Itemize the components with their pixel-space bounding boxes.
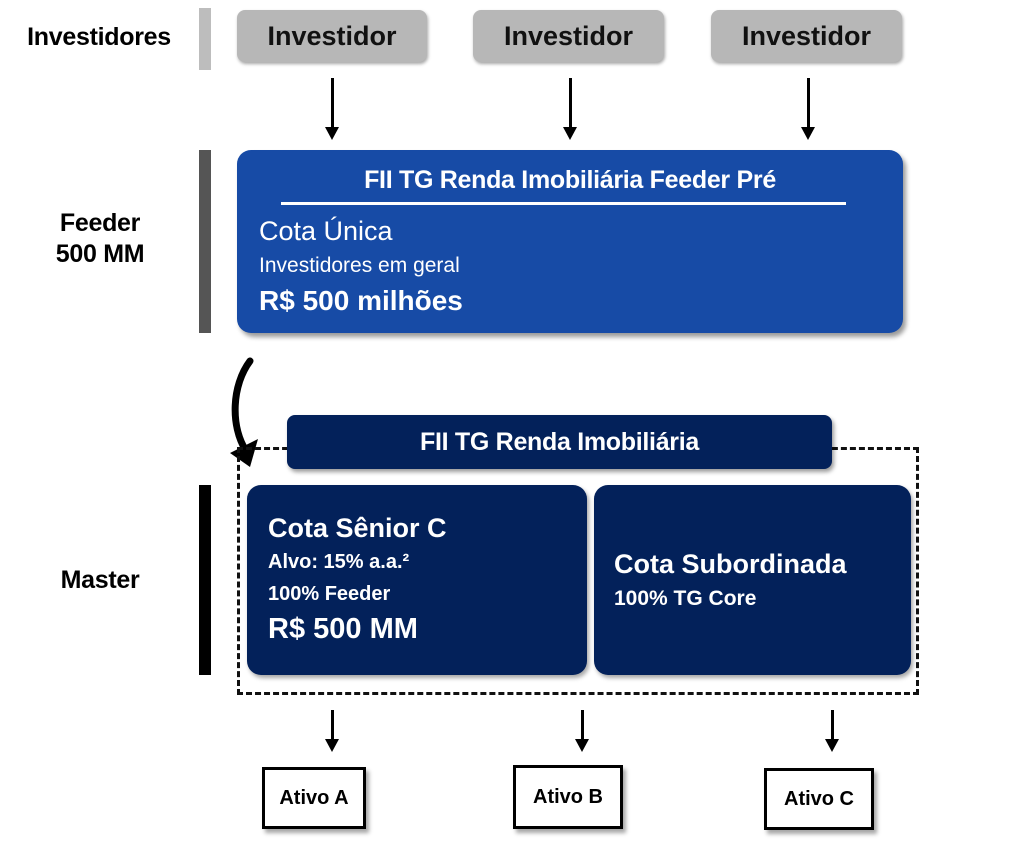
arrow-down-icon bbox=[325, 710, 339, 752]
master-fund-title: FII TG Renda Imobiliária bbox=[287, 415, 832, 469]
curved-arrow-head bbox=[230, 439, 258, 467]
arrow-down-icon bbox=[325, 78, 339, 140]
level-label-feeder-line1: Feeder bbox=[59, 209, 141, 237]
investor-box-1: Investidor bbox=[237, 10, 427, 62]
feeder-title-underline bbox=[281, 202, 846, 205]
arrow-down-icon bbox=[563, 78, 577, 140]
feeder-amount: R$ 500 milhões bbox=[259, 285, 463, 316]
investor-box-3: Investidor bbox=[711, 10, 902, 62]
feeder-audience: Investidores em geral bbox=[259, 254, 460, 277]
level-label-master: Master bbox=[60, 566, 140, 594]
arrow-down-icon bbox=[801, 78, 815, 140]
arrow-down-icon bbox=[825, 710, 839, 752]
subordinated-quota-name: Cota Subordinada bbox=[614, 549, 847, 579]
senior-quota-name: Cota Sênior C bbox=[268, 513, 447, 543]
senior-quota-target: Alvo: 15% a.a.² bbox=[268, 551, 410, 573]
level-label-investors: Investidores bbox=[27, 23, 171, 51]
investors-level-bar bbox=[199, 8, 211, 70]
curved-arrow-shaft bbox=[231, 357, 254, 455]
subordinated-quota-holder: 100% TG Core bbox=[614, 587, 757, 610]
asset-box-c: Ativo C bbox=[764, 768, 874, 830]
master-level-bar bbox=[199, 485, 211, 675]
feeder-fund-title: FII TG Renda Imobiliária Feeder Pré bbox=[364, 166, 776, 194]
curved-arrow-icon bbox=[230, 357, 258, 467]
asset-box-a: Ativo A bbox=[262, 767, 366, 829]
senior-quota-box: Cota Sênior C Alvo: 15% a.a.² 100% Feede… bbox=[247, 485, 587, 675]
feeder-fund-box: FII TG Renda Imobiliária Feeder Pré Cota… bbox=[237, 150, 903, 333]
arrow-down-icon bbox=[575, 710, 589, 752]
feeder-level-bar bbox=[199, 150, 211, 333]
level-label-feeder-line2: 500 MM bbox=[55, 240, 145, 268]
asset-box-b: Ativo B bbox=[513, 765, 623, 829]
investor-box-2: Investidor bbox=[473, 10, 664, 62]
subordinated-quota-box: Cota Subordinada 100% TG Core bbox=[594, 485, 911, 675]
senior-quota-holder: 100% Feeder bbox=[268, 583, 391, 605]
feeder-quota-name: Cota Única bbox=[259, 216, 393, 246]
level-label-feeder: Feeder 500 MM bbox=[20, 208, 180, 270]
senior-quota-amount: R$ 500 MM bbox=[268, 613, 418, 645]
